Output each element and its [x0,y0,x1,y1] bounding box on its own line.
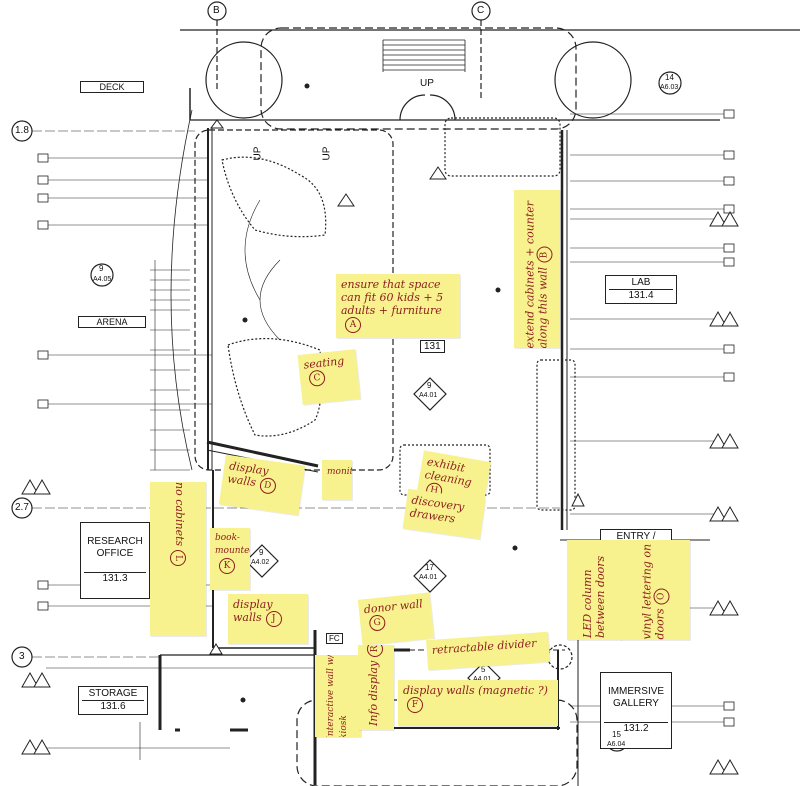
grid-label-18: 1.8 [15,125,29,136]
note-text: seating [302,354,345,372]
grid-label-b: B [213,5,220,16]
note-letter: F [407,697,423,713]
up-label-main: UP [420,78,434,89]
note-text: no cabinets [173,482,186,547]
room-name: RESEARCH OFFICE [87,536,143,559]
note-b-cabinets: extend cabinets + counter along this wal… [514,190,560,348]
note-text: LED column between doors [581,555,607,638]
note-text: book-mounted [215,533,250,556]
section-ref-17-top: 17 [425,563,434,572]
note-text: ensure that space can fit 60 kids + 5 ad… [341,278,444,317]
note-l-no-cabinets: no cabinetsL [150,482,206,636]
note-text: retractable divider [431,636,537,657]
arena-label: ARENA [78,316,146,328]
note-letter: B [536,247,553,263]
section-ref-9b-top: 9 [259,548,264,557]
elev-ref-15-top: 15 [612,730,621,739]
deck-label: DECK [80,81,144,93]
note-letter: L [170,550,186,567]
room-tag-lab: LAB 131.4 [605,275,677,304]
note-letter: A [345,317,361,333]
elev-ref-9-top: 9 [99,264,104,273]
note-n-led-column: LED column between doors [567,540,621,640]
note-letter: K [219,558,235,574]
note-text: extend cabinets + counter along this wal… [523,200,550,348]
section-ref-9b-bottom: A4.02 [251,559,270,566]
note-letter: O [653,588,670,605]
note-letter: D [258,476,277,495]
note-q-interactive-wall: interactive wall w/ kiosk [315,655,361,737]
note-letter: G [368,614,387,632]
note-letter: C [308,369,326,388]
note-r-info-display: Info display R [358,645,394,730]
note-e-monitor: monitor [322,460,352,500]
note-g-donor-wall: donor wallG [357,592,435,646]
room-tag-research: RESEARCH OFFICE 131.3 [80,522,150,599]
note-text: discovery drawers [408,493,466,526]
up-label-right: UP [321,146,333,161]
room-name: STORAGE [88,688,138,699]
note-c-seating: seatingC [297,349,361,405]
section-ref-5-top: 5 [481,665,486,674]
up-label-left: UP [252,146,264,161]
section-ref-9-bottom: A4.01 [419,392,438,399]
note-text: Info display [367,660,380,726]
note-text: display walls [233,598,273,624]
grid-label-3: 3 [19,651,25,662]
room-tag-immersive: IMMERSIVE GALLERY 131.2 [600,672,672,749]
note-letter: R [367,645,383,657]
note-o-vinyl-lettering: vinyl lettering on doorsO [620,540,690,640]
room-number: 131.6 [82,700,144,713]
elev-ref-9-bottom: A4.05 [93,276,112,283]
note-f-display-walls: display walls (magnetic ?)F [398,680,558,726]
room-tag-storage: STORAGE 131.6 [78,686,148,715]
room-number: 131.2 [604,722,668,735]
note-text: monitor [327,467,352,477]
elev-ref-15-bottom: A6.04 [607,741,626,748]
section-ref-5-bottom: A4.01 [473,676,491,683]
note-letter: J [265,611,282,627]
room-name: LAB [631,277,651,288]
room-name: IMMERSIVE GALLERY [607,686,665,709]
elev-ref-14-top: 14 [665,73,674,82]
elev-ref-14-bottom: A6.03 [660,84,679,91]
fc-label: FC [326,633,343,644]
note-text: interactive wall w/ kiosk [326,655,349,737]
room-number: 131.4 [609,289,673,302]
grid-label-27: 2.7 [15,502,29,513]
section-ref-17-bottom: A4.01 [419,574,438,581]
section-ref-9-top: 9 [427,381,432,390]
room-number-131: 131 [420,340,445,353]
note-text: display walls (magnetic ?) [403,684,548,697]
room-name: ENTRY / [616,531,656,542]
note-a-capacity: ensure that space can fit 60 kids + 5 ad… [336,274,460,338]
note-text: donor wall [363,597,424,617]
room-number: 131.3 [84,572,146,585]
grid-label-c: C [477,5,485,16]
note-k-book: book-mountedK [210,528,250,590]
